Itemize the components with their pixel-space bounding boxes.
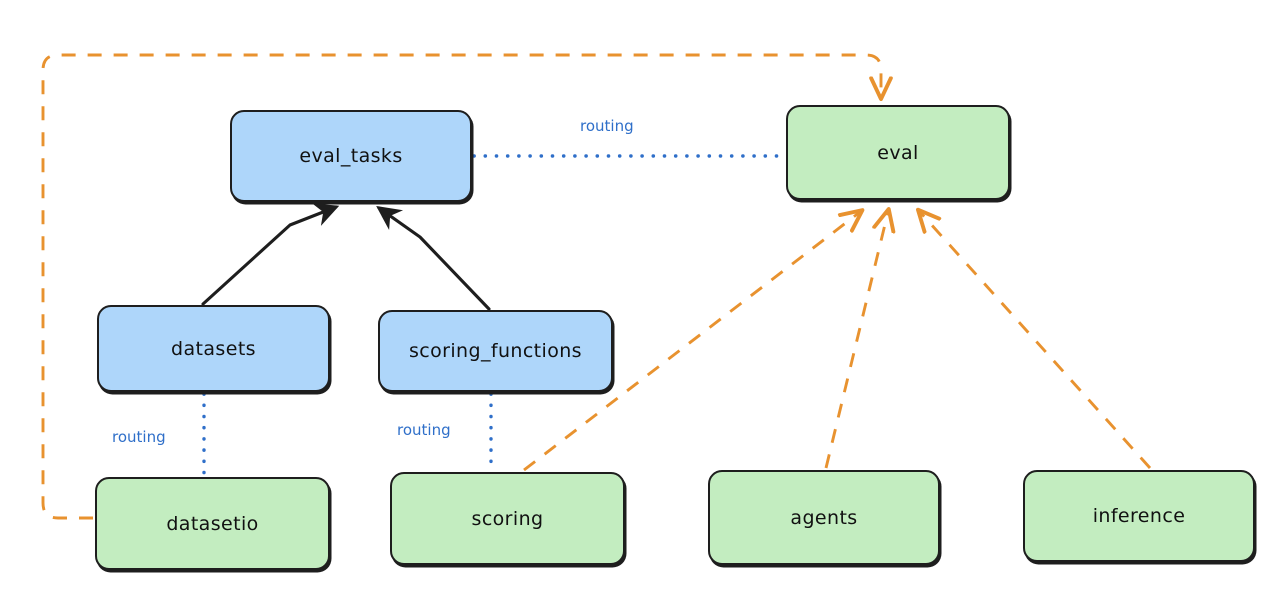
edge-scoring-functions-to-eval-tasks	[376, 205, 491, 311]
edge-label-routing-scoring-functions-scoring: routing	[397, 421, 451, 439]
node-eval-tasks[interactable]: eval_tasks	[230, 110, 472, 202]
node-label-datasets: datasets	[171, 337, 256, 360]
node-label-eval: eval	[877, 141, 919, 164]
node-agents[interactable]: agents	[708, 470, 940, 565]
node-datasets[interactable]: datasets	[97, 305, 330, 392]
node-label-inference: inference	[1092, 505, 1186, 527]
edge-datasetio-to-eval-dependency	[41, 53, 881, 520]
node-inference[interactable]: inference	[1023, 470, 1255, 562]
node-label-scoring: scoring	[471, 507, 544, 530]
node-label-eval-tasks: eval_tasks	[299, 145, 403, 167]
node-label-scoring-functions: scoring_functions	[409, 340, 582, 362]
node-scoring-functions[interactable]: scoring_functions	[378, 310, 613, 392]
edge-datasets-to-eval-tasks	[201, 203, 340, 306]
edge-label-routing-eval-tasks-eval: routing	[580, 117, 634, 135]
node-eval[interactable]: eval	[786, 105, 1010, 200]
node-label-datasetio: datasetio	[166, 512, 259, 535]
edge-agents-to-eval-dependency	[824, 212, 888, 469]
node-datasetio[interactable]: datasetio	[95, 477, 330, 570]
edge-scoring-to-eval-dependency	[523, 212, 860, 472]
node-label-agents: agents	[790, 506, 858, 529]
edge-label-routing-datasets-datasetio: routing	[112, 428, 166, 446]
node-scoring[interactable]: scoring	[390, 472, 625, 565]
edge-inference-to-eval-dependency	[920, 212, 1152, 469]
